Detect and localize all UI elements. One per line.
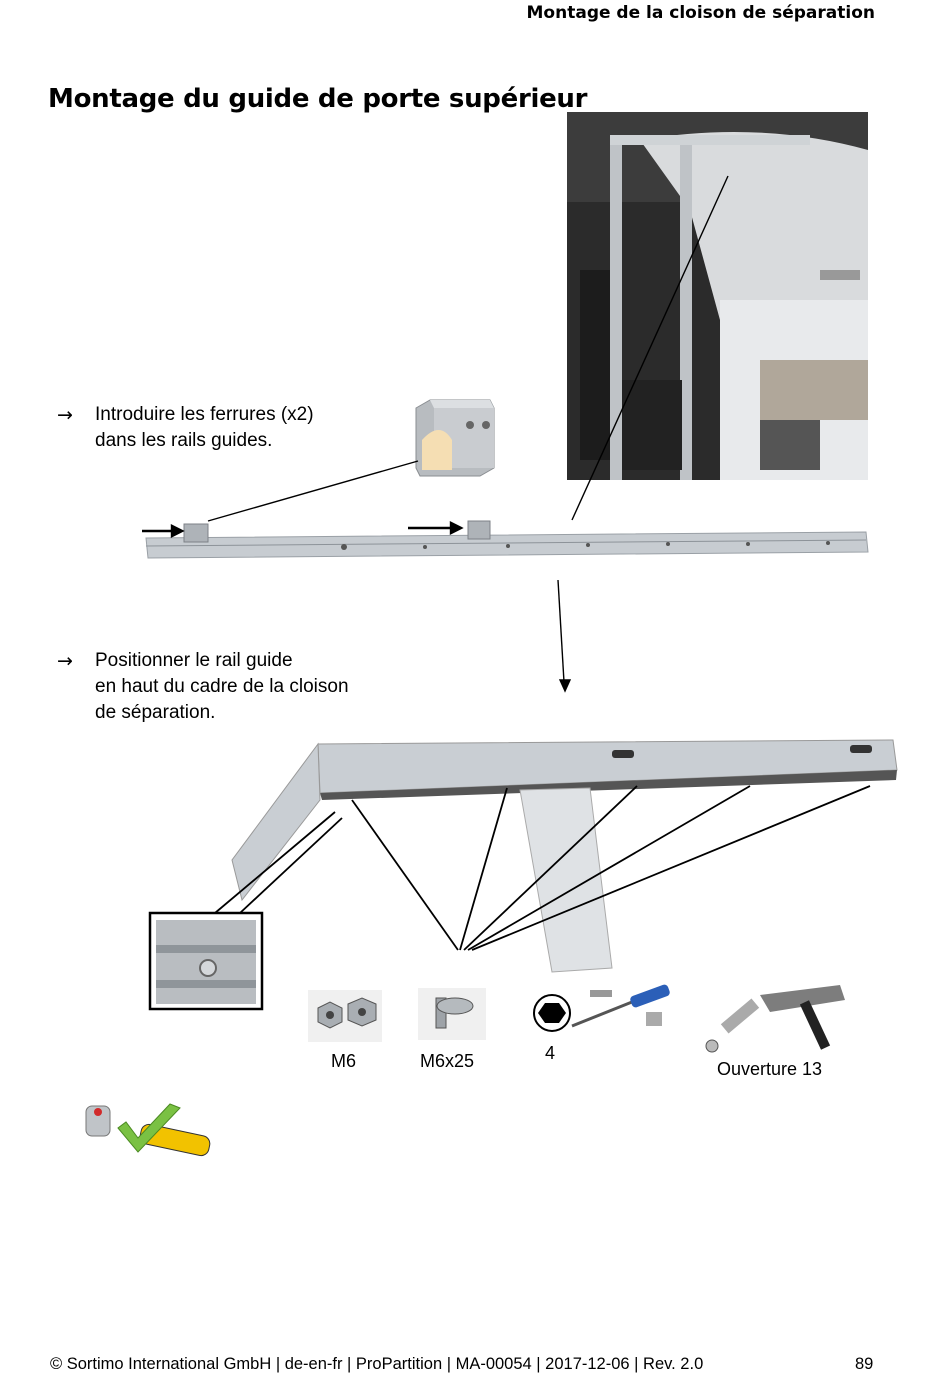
insert-arrows <box>142 521 464 538</box>
arrow-icon: → <box>57 650 73 672</box>
ratchet-wrench-icon <box>705 985 845 1053</box>
instruction-line: dans les rails guides. <box>95 430 273 451</box>
page-number: 89 <box>855 1355 874 1373</box>
guide-rail <box>145 520 869 559</box>
van-interior-photo <box>567 112 868 480</box>
instruction-line: Introduire les ferrures (x2) <box>95 404 314 425</box>
pointer-lines <box>207 175 729 522</box>
part-label-m6x25: M6x25 <box>420 1051 475 1071</box>
instruction-insert-brackets: → Introduire les ferrures (x2) dans les … <box>57 402 314 454</box>
hex-nuts-icon <box>308 990 382 1042</box>
instruction-line: de séparation. <box>95 702 216 723</box>
section-header: Montage de la cloison de séparation <box>526 3 875 23</box>
page-title: Montage du guide de porte supérieur <box>48 84 588 114</box>
arrow-icon: → <box>57 404 73 426</box>
part-label-m6: M6 <box>331 1051 357 1071</box>
part-label-hex-size: 4 <box>545 1043 556 1063</box>
instruction-line: Positionner le rail guide <box>95 650 293 671</box>
partition-frame <box>231 739 898 973</box>
down-arrow <box>557 579 572 693</box>
screw-detail-zoom <box>148 911 264 1011</box>
bracket-photo <box>415 399 495 477</box>
instruction-line: en haut du cadre de la cloison <box>95 676 349 697</box>
part-label-wrench-size: Ouverture 13 <box>717 1059 823 1079</box>
hex-screwdriver-icon <box>533 984 670 1032</box>
instruction-position-rail: → Positionner le rail guide en haut du c… <box>57 648 349 726</box>
footer-copyright: © Sortimo International GmbH | de-en-fr … <box>50 1355 704 1373</box>
flange-screw-icon <box>418 988 486 1040</box>
ratchet-checkmark-icon <box>85 1103 211 1157</box>
fastener-lines <box>214 785 871 951</box>
